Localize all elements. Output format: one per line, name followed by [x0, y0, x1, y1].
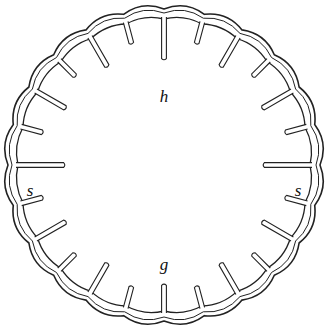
septa [16, 17, 312, 313]
septum [162, 17, 167, 60]
septum [20, 124, 43, 134]
part-letter: h [160, 88, 169, 105]
wall-line [16, 17, 311, 312]
septum [262, 89, 294, 110]
part-letter: s [27, 182, 34, 199]
septum [252, 59, 271, 78]
body-wall [5, 6, 324, 325]
septum [123, 21, 133, 44]
septum [58, 59, 77, 78]
septum [252, 253, 271, 272]
septum [35, 89, 67, 110]
wall-line [9, 10, 319, 320]
septum [285, 124, 308, 134]
septum [219, 263, 240, 295]
septum [58, 253, 77, 272]
septum [162, 284, 167, 313]
part-letter: g [160, 256, 169, 273]
septum [194, 21, 204, 44]
septum [123, 286, 133, 309]
wall-line [5, 6, 324, 325]
septum [35, 220, 67, 241]
septum [219, 36, 240, 68]
septum [16, 163, 65, 168]
septum [88, 36, 109, 68]
septum [194, 286, 204, 309]
septum [263, 163, 312, 168]
part-letter: s [295, 182, 302, 199]
septum [262, 220, 294, 241]
septum [88, 263, 109, 295]
